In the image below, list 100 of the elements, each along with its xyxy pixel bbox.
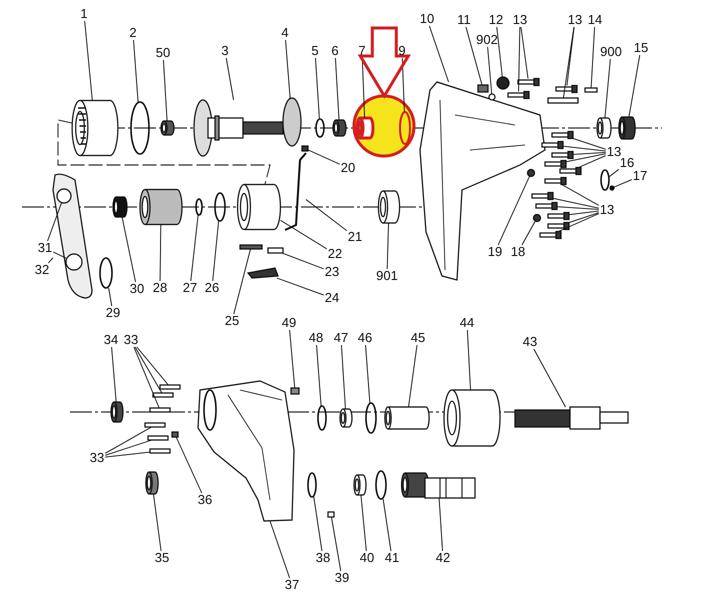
- snap-ring-part: [307, 472, 317, 498]
- leader-line: [108, 288, 112, 306]
- wedge-part: [246, 267, 279, 279]
- leader-line: [608, 168, 620, 178]
- callout-number: 33: [122, 333, 140, 347]
- bar-part: [239, 244, 263, 250]
- bearing-part: [356, 116, 374, 140]
- leader-line: [628, 54, 640, 118]
- leader-line: [520, 26, 528, 79]
- nut-part: [532, 214, 542, 222]
- snap-ring-part: [317, 405, 327, 431]
- bearing-part: [596, 117, 612, 139]
- leader-line: [334, 58, 340, 120]
- leader-line: [562, 146, 606, 152]
- callout-number: 22: [326, 247, 344, 261]
- leader-line: [466, 330, 471, 390]
- callout-number: 902: [475, 33, 499, 47]
- housing-part: [419, 81, 546, 281]
- leader-line: [313, 496, 322, 552]
- callout-number: 44: [458, 316, 476, 330]
- pin-part: [171, 431, 179, 438]
- callout-number: 9: [397, 44, 407, 58]
- leader-line: [360, 494, 367, 552]
- gear-part: [400, 472, 476, 499]
- pin-part: [584, 87, 598, 93]
- bolt-part: [507, 90, 530, 100]
- callout-number: 900: [599, 45, 623, 59]
- drum-part: [236, 184, 282, 230]
- leader-line: [428, 26, 450, 82]
- leader-line: [282, 252, 324, 270]
- leader-line: [408, 344, 418, 408]
- bolt-part: [555, 84, 578, 94]
- callout-number: 5: [310, 44, 320, 58]
- callout-number: 13: [606, 145, 622, 159]
- leader-line: [276, 278, 324, 296]
- leader-line: [572, 138, 606, 150]
- plate-part: [282, 97, 302, 147]
- bolt-part: [547, 222, 570, 230]
- leader-line: [162, 60, 168, 122]
- callout-number: 26: [204, 281, 220, 295]
- nut-part: [526, 168, 536, 178]
- pad-part: [301, 145, 309, 152]
- highlight-circle: [352, 94, 416, 158]
- callout-number: 30: [128, 282, 146, 296]
- sleeve-part: [384, 406, 430, 430]
- callout-number: 17: [632, 169, 648, 183]
- housing-part: [197, 380, 295, 522]
- snap-ring-part: [375, 470, 387, 500]
- leader-line: [578, 155, 606, 168]
- callout-number: 31: [36, 241, 54, 255]
- pin-part: [149, 407, 171, 413]
- shaft-part: [193, 99, 284, 157]
- callout-number: 28: [152, 281, 168, 295]
- leader-line: [153, 494, 162, 552]
- leader-line: [315, 58, 320, 120]
- bolt-part: [551, 130, 574, 140]
- seal-part: [110, 401, 124, 423]
- callout-number: 27: [182, 281, 198, 295]
- leader-line: [111, 346, 117, 402]
- gear-part: [56, 188, 72, 204]
- callout-number: 4: [280, 26, 290, 40]
- leader-line: [233, 248, 251, 314]
- leader-line: [270, 520, 290, 578]
- pin-part: [149, 448, 171, 454]
- callout-number: 14: [586, 13, 604, 27]
- drum-part: [443, 389, 501, 447]
- leader-line: [562, 26, 574, 98]
- carrier-plate-part: [52, 174, 93, 299]
- leader-line: [134, 346, 162, 394]
- callout-number: 20: [340, 161, 356, 175]
- leader-line: [518, 26, 520, 92]
- callout-number: 13: [566, 13, 584, 27]
- leader-line: [289, 330, 296, 388]
- leader-line: [382, 498, 392, 552]
- cap-part: [496, 76, 510, 90]
- seal-part: [145, 471, 159, 495]
- snap-ring-part: [365, 402, 377, 434]
- leader-line: [84, 20, 93, 101]
- leader-line: [226, 58, 234, 100]
- callout-number: 34: [102, 333, 120, 347]
- callout-number: 41: [384, 551, 400, 565]
- callout-number: 50: [154, 46, 172, 60]
- callout-number: 32: [34, 263, 50, 277]
- callout-number: 47: [332, 331, 350, 345]
- leader-line: [48, 257, 54, 264]
- bolt-part: [559, 166, 582, 176]
- snap-ring-part: [214, 192, 226, 222]
- callout-number: 49: [280, 316, 298, 330]
- callout-number: 11: [456, 13, 472, 27]
- pin-part: [147, 435, 169, 441]
- leader-line: [122, 216, 136, 282]
- dot-part: [609, 185, 615, 191]
- callout-number: 1: [79, 7, 89, 21]
- callout-number: 3: [220, 44, 230, 58]
- snap-ring-part: [315, 118, 325, 138]
- leader-line: [341, 344, 346, 410]
- block-part: [267, 247, 284, 254]
- pointer-arrow: [358, 26, 411, 99]
- bearing-part: [160, 120, 175, 136]
- seal-part: [353, 474, 367, 496]
